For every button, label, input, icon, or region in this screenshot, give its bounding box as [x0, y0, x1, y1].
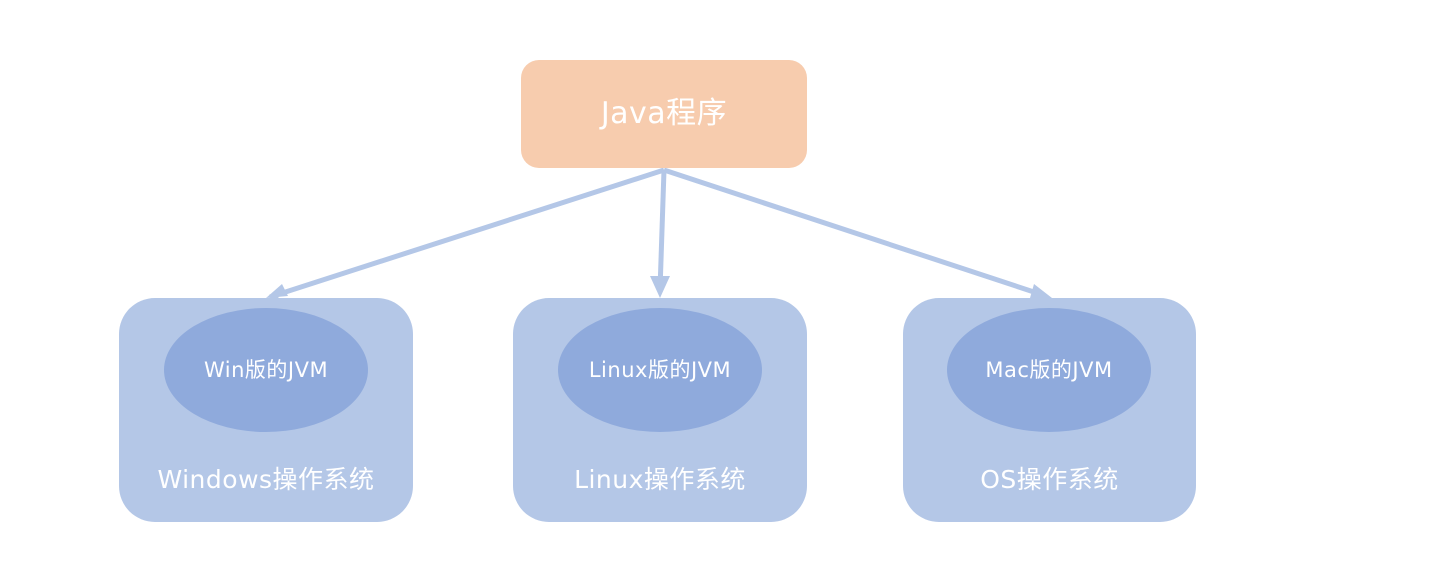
arrow-to-mac: [663, 167, 1041, 297]
jvm-ellipse-linux: [558, 308, 762, 432]
os-label-linux: Linux操作系统: [574, 465, 746, 494]
arrow-to-mac-head: [1030, 284, 1052, 298]
root-label: Java程序: [600, 96, 728, 131]
jvm-label-windows: Win版的JVM: [203, 358, 329, 382]
os-label-windows: Windows操作系统: [157, 465, 375, 494]
jvm-ellipse-windows: [164, 308, 368, 432]
arrow-to-windows-head: [266, 284, 288, 298]
root-node: [521, 60, 807, 168]
jvm-label-mac: Mac版的JVM: [985, 358, 1113, 382]
arrow-to-linux: [657, 169, 667, 291]
arrow-to-linux-head: [650, 276, 670, 298]
jvm-label-linux: Linux版的JVM: [588, 358, 732, 382]
jvm-ellipse-mac: [947, 308, 1151, 432]
arrow-to-windows: [268, 167, 665, 300]
os-label-mac: OS操作系统: [980, 465, 1119, 494]
